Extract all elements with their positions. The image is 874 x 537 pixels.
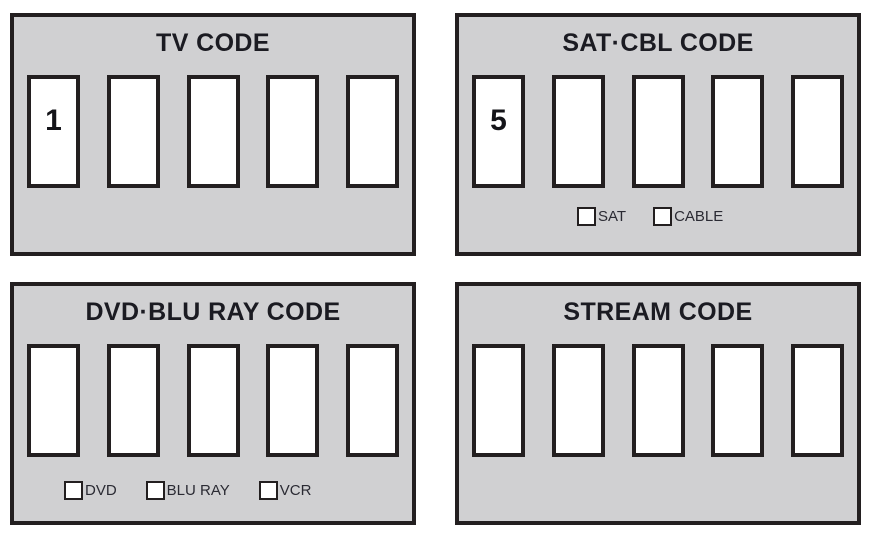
code-box-sat-cbl-1[interactable]: 5 (472, 75, 525, 188)
checkbox-item-cable[interactable]: CABLE (653, 206, 724, 226)
panel-title-sat-cbl: SAT·CBL CODE (562, 29, 754, 57)
code-box-dvd-3[interactable] (186, 344, 240, 457)
code-box-tv-5[interactable] (346, 75, 399, 188)
code-box-tv-3[interactable] (186, 75, 240, 188)
panel-dvd-blu-ray-code: DVD·BLU RAY CODE DVD (10, 282, 416, 525)
checkbox-label-cable: CABLE (674, 207, 724, 225)
code-box-row-tv: 1 (27, 75, 399, 188)
code-box-sat-cbl-2[interactable] (551, 75, 605, 188)
panel-tv-code: TV CODE 1 (10, 13, 416, 256)
code-box-dvd-1[interactable] (27, 344, 80, 457)
checkbox-item-dvd[interactable]: DVD (64, 480, 117, 500)
checkbox-label-vcr: VCR (279, 481, 312, 499)
code-box-dvd-4[interactable] (266, 344, 320, 457)
code-box-stream-2[interactable] (551, 344, 605, 457)
code-box-row-dvd-blu-ray (27, 344, 399, 457)
checkbox-sat-icon[interactable] (577, 206, 596, 226)
code-box-tv-1[interactable]: 1 (27, 75, 80, 188)
checkbox-label-sat: SAT (598, 207, 627, 225)
code-box-dvd-5[interactable] (346, 344, 399, 457)
code-box-stream-3[interactable] (631, 344, 685, 457)
code-box-tv-4[interactable] (266, 75, 320, 188)
checkbox-dvd-icon[interactable] (64, 480, 83, 500)
checkbox-row-sat-cbl: SAT CABLE (577, 205, 723, 227)
checkbox-label-dvd: DVD (85, 481, 117, 499)
code-box-stream-5[interactable] (791, 344, 844, 457)
code-digit-sat-cbl-1: 5 (490, 104, 507, 137)
checkbox-item-sat[interactable]: SAT (577, 206, 627, 226)
code-box-sat-cbl-3[interactable] (631, 75, 685, 188)
code-digit-tv-1: 1 (45, 104, 62, 137)
code-box-stream-1[interactable] (472, 344, 525, 457)
checkbox-label-blu-ray: BLU RAY (166, 481, 230, 499)
code-box-stream-4[interactable] (711, 344, 765, 457)
panel-title-tv: TV CODE (156, 29, 270, 57)
panel-sat-cbl-code: SAT·CBL CODE 5 SAT (455, 13, 861, 256)
checkbox-blu-ray-icon[interactable] (145, 480, 165, 500)
code-box-row-stream (472, 344, 844, 457)
checkbox-row-dvd-blu-ray: DVD BLU RAY VCR (64, 479, 311, 501)
code-box-sat-cbl-5[interactable] (791, 75, 844, 188)
checkbox-item-vcr[interactable]: VCR (258, 480, 312, 500)
code-box-sat-cbl-4[interactable] (711, 75, 765, 188)
checkbox-vcr-icon[interactable] (258, 480, 278, 500)
code-box-row-sat-cbl: 5 (472, 75, 844, 188)
checkbox-item-blu-ray[interactable]: BLU RAY (145, 480, 230, 500)
panel-title-dvd-blu-ray: DVD·BLU RAY CODE (85, 298, 341, 326)
panel-stream-code: STREAM CODE (455, 282, 861, 525)
code-box-dvd-2[interactable] (106, 344, 160, 457)
panel-title-stream: STREAM CODE (563, 298, 753, 326)
code-box-tv-2[interactable] (106, 75, 160, 188)
checkbox-cable-icon[interactable] (653, 206, 673, 226)
